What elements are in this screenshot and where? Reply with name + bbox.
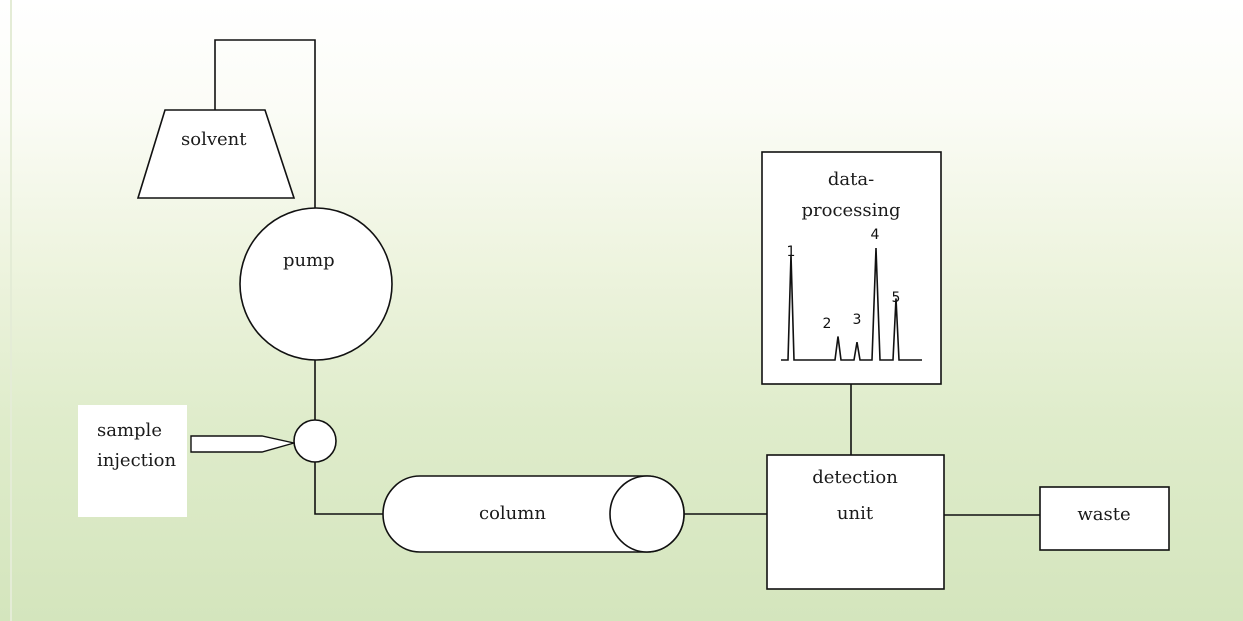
solvent-reservoir xyxy=(136,109,296,199)
pump-shape xyxy=(239,207,393,361)
pump-label: pump xyxy=(283,250,335,271)
injection-needle[interactable] xyxy=(190,435,295,453)
waste-label: waste xyxy=(1077,504,1131,525)
peak-label-2: 2 xyxy=(822,316,832,332)
injector-to-column-line xyxy=(314,462,390,515)
solvent-label: solvent xyxy=(181,129,247,150)
peak-label-1: 1 xyxy=(786,244,796,260)
data-processing-label-line1: data- xyxy=(827,169,875,190)
injection-valve xyxy=(293,419,337,463)
sample-injection-label-line1: sample xyxy=(97,420,162,441)
waste-box xyxy=(1039,486,1170,551)
column-label: column xyxy=(479,503,546,524)
detection-unit-box xyxy=(766,454,945,590)
sample-injection-box xyxy=(78,405,187,517)
peak-label-4: 4 xyxy=(870,227,880,243)
detection-unit-label-line2: unit xyxy=(836,503,874,524)
solvent-feed-line xyxy=(214,39,316,216)
data-processing-label-line2: processing xyxy=(801,200,901,221)
peak-label-5: 5 xyxy=(891,290,901,306)
peak-label-3: 3 xyxy=(852,312,862,328)
chromatogram-trace xyxy=(781,247,922,361)
detection-unit-label-line1: detection xyxy=(812,467,898,488)
left-border-line xyxy=(10,0,12,621)
sample-injection-label-line2: injection xyxy=(97,450,177,471)
column-end-cap xyxy=(609,475,685,553)
